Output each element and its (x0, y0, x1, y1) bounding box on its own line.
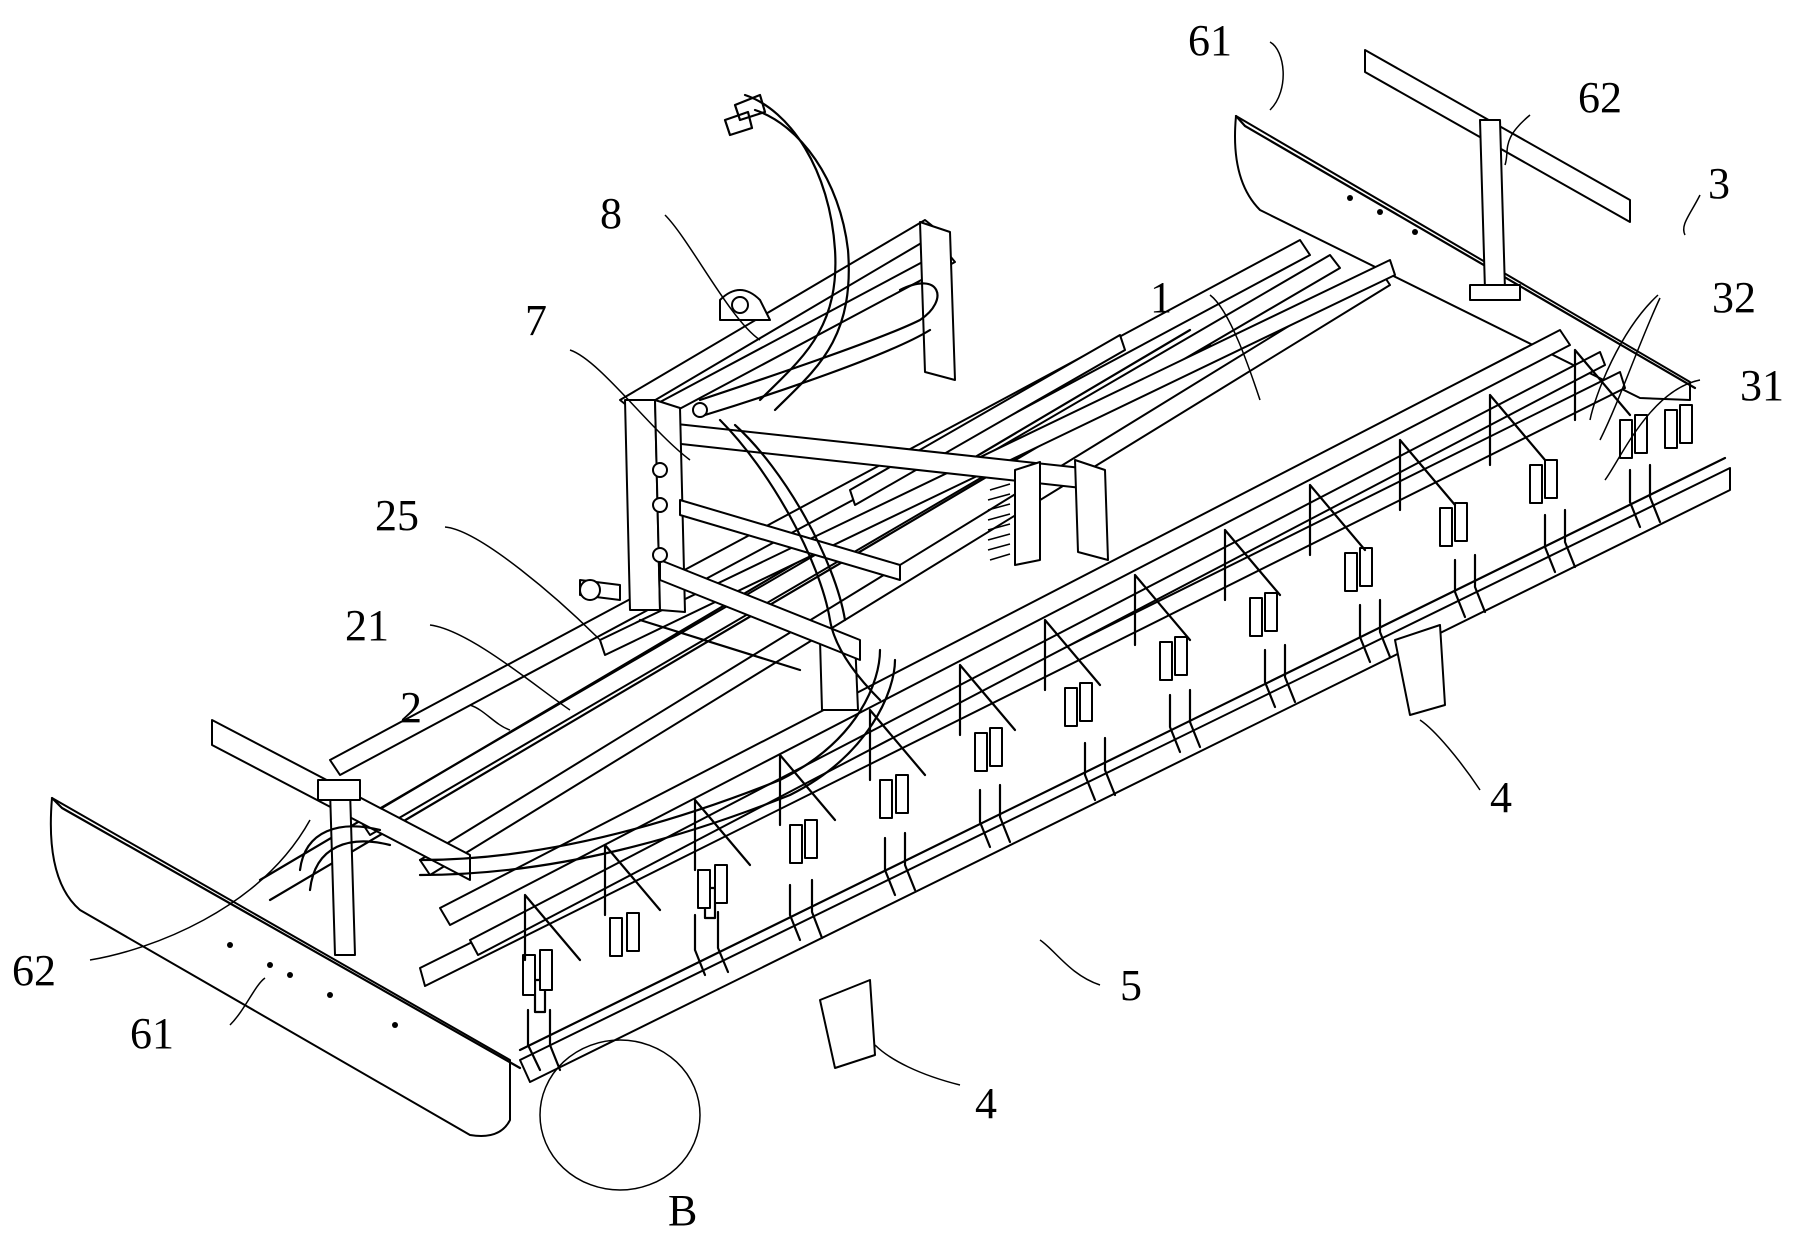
spring (987, 461, 1041, 566)
label-32: 32 (1712, 273, 1756, 322)
label-61-top: 61 (1188, 16, 1232, 65)
label-7: 7 (525, 296, 547, 345)
callout-labels: 61 62 3 32 31 8 1 7 25 21 2 4 62 61 5 4 … (12, 16, 1784, 1235)
label-4-right: 4 (1490, 773, 1512, 822)
detail-circle-b (539, 1039, 701, 1191)
label-21: 21 (345, 601, 389, 650)
label-b: B (668, 1186, 697, 1235)
label-1: 1 (1150, 273, 1172, 322)
label-8: 8 (600, 189, 622, 238)
label-5: 5 (1120, 961, 1142, 1010)
left-end-plate (49, 796, 522, 1137)
leader-lines (89, 41, 1701, 1086)
label-2: 2 (400, 683, 422, 732)
left-t-bar (211, 719, 471, 956)
right-t-bar (1364, 49, 1631, 301)
depth-boxes (819, 624, 1446, 1069)
diagonal-braces (523, 348, 1632, 962)
center-hitch-frame (579, 219, 1126, 711)
tine-assemblies (522, 404, 1693, 1072)
label-62-left: 62 (12, 946, 56, 995)
label-62-top: 62 (1578, 73, 1622, 122)
label-61-left: 61 (130, 1009, 174, 1058)
label-4-bottom: 4 (975, 1079, 997, 1128)
hydraulic-hoses (298, 93, 939, 892)
label-31: 31 (1740, 361, 1784, 410)
label-25: 25 (375, 491, 419, 540)
right-end-plate (1234, 114, 1697, 401)
main-frame (258, 239, 1731, 1083)
label-3: 3 (1708, 159, 1730, 208)
